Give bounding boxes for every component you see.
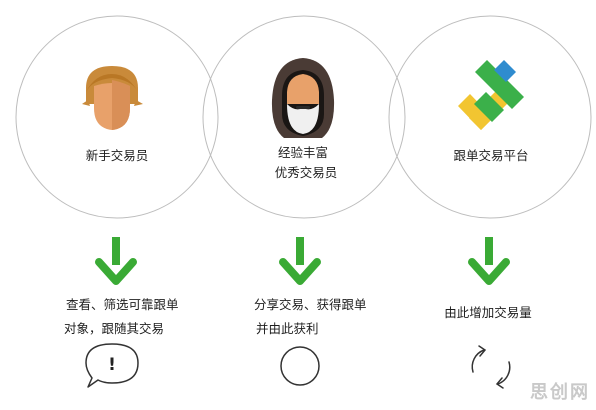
desc-expert-line2: 并由此获利 <box>256 321 319 336</box>
label-expert-line1: 经验丰富 <box>277 145 329 160</box>
label-novice-trader: 新手交易员 <box>85 148 149 163</box>
copy-platform-logo-icon <box>458 60 524 130</box>
circle-icon <box>280 346 320 386</box>
exclamation-glyph: ! <box>108 355 116 375</box>
arrow-down-icon <box>95 237 137 285</box>
label-copy-platform: 跟单交易平台 <box>453 148 529 163</box>
circle-expert-trader <box>202 15 406 219</box>
arrow-down-icon <box>279 237 321 285</box>
speech-bubble-exclamation-icon: ! <box>85 343 139 388</box>
circle-novice-trader <box>15 15 219 219</box>
refresh-cycle-icon <box>471 345 511 389</box>
label-expert-line2: 优秀交易员 <box>274 165 338 180</box>
desc-expert-line1: 分享交易、获得跟单 <box>254 297 367 312</box>
desc-novice-line1: 查看、筛选可靠跟单 <box>66 297 179 312</box>
circle-copy-platform <box>388 15 592 219</box>
watermark: 思创网 <box>530 382 590 403</box>
desc-platform-line1: 由此增加交易量 <box>444 305 532 320</box>
arrow-down-icon <box>468 237 510 285</box>
desc-novice-line2: 对象，跟随其交易 <box>64 321 165 336</box>
expert-trader-avatar-icon <box>271 58 335 138</box>
novice-trader-avatar-icon <box>82 66 143 130</box>
